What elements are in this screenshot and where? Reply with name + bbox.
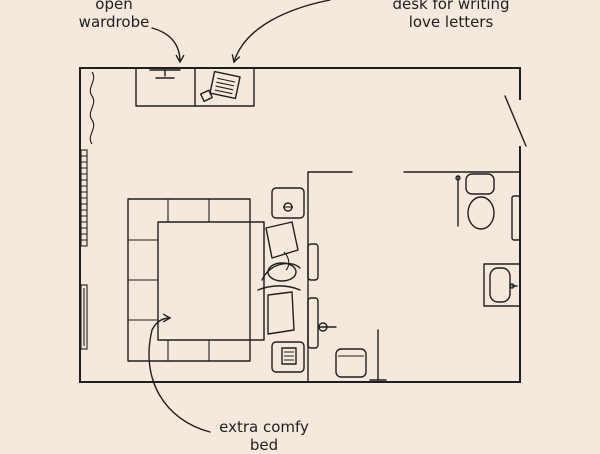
monitor-icon (149, 69, 181, 79)
radiator (80, 149, 88, 247)
wardrobe-label: open wardrobe (74, 0, 154, 31)
wall-rails (307, 243, 337, 349)
towel-rail (455, 175, 461, 227)
bedside-table-bottom (271, 341, 305, 373)
wardrobe-label-line2: wardrobe (78, 13, 150, 31)
bed-label-line1: extra comfy (219, 418, 309, 436)
desk-label-line2: love letters (408, 13, 494, 31)
clothes-rack (369, 329, 387, 381)
phone-icon (199, 89, 213, 103)
mirror (80, 284, 88, 350)
desk-label: desk for writing love letters (386, 0, 516, 31)
desk (135, 67, 255, 107)
bedside-table-top (271, 187, 305, 219)
bed-label: extra comfy bed (212, 418, 316, 454)
bed-arrow (148, 313, 211, 433)
outer-walls (79, 67, 527, 383)
sleeping-person (257, 251, 301, 291)
desk-label-line1: desk for writing (392, 0, 510, 13)
wardrobe-curtain (89, 71, 95, 145)
pillows (265, 221, 299, 335)
laptop-icon (209, 70, 241, 100)
bed-label-line2: bed (249, 436, 279, 454)
toilet (465, 173, 495, 230)
wardrobe-label-line1: open (95, 0, 133, 13)
bed (127, 198, 265, 362)
desk-arrow (231, 0, 331, 64)
sink (483, 263, 521, 307)
entry-door (504, 95, 527, 147)
chair (335, 348, 367, 378)
bathroom-radiator (511, 195, 521, 241)
interior-walls (307, 171, 521, 383)
wardrobe-arrow (151, 27, 185, 64)
